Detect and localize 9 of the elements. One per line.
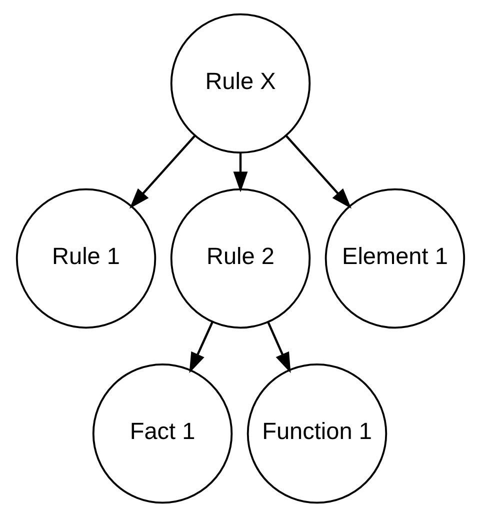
arrow	[130, 134, 196, 209]
node-circle: Fact 1	[92, 363, 233, 504]
arrow	[189, 322, 214, 374]
arrow	[233, 152, 248, 192]
node-circle: Function 1	[246, 363, 388, 504]
arrow	[267, 322, 291, 374]
node-circle: Rule 2	[170, 188, 311, 329]
node-circle: Rule X	[170, 13, 311, 154]
arrow	[285, 134, 352, 209]
